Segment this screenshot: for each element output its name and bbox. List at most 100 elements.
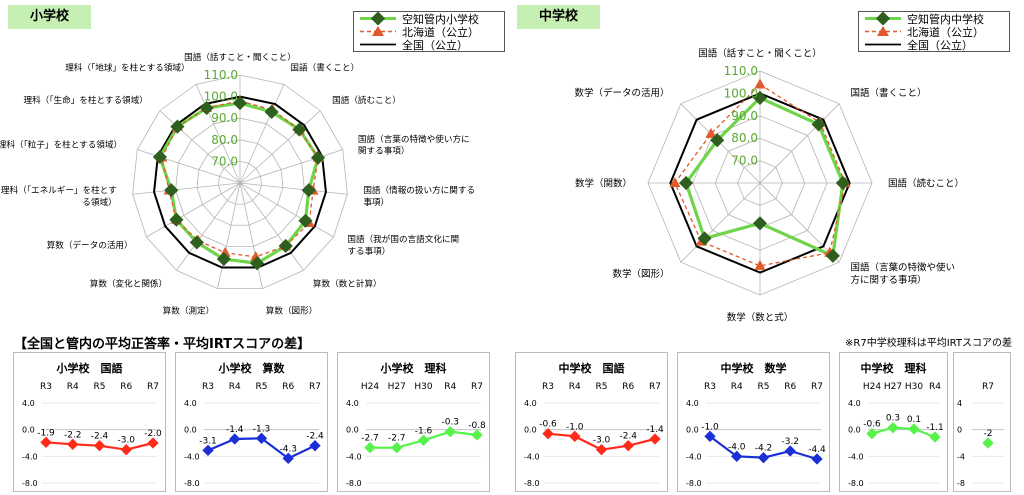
radar-axis-label: 国語（書くこと） [851, 87, 927, 99]
mini-data-label: -0.6 [863, 420, 881, 430]
series-district-point [811, 117, 826, 132]
mini-point [67, 438, 79, 450]
mini-x-tick: R6 [622, 382, 634, 392]
series-hokkaido-point [705, 127, 717, 138]
radar-axis-label: 国語（言葉の特徴や使い方に関する事項） [851, 262, 956, 287]
mini-data-label: 0.3 [886, 414, 900, 424]
series-national-line [153, 95, 327, 269]
mini-y-tick: -8.0 [184, 479, 200, 488]
mini-point [471, 429, 483, 441]
mini-data-label: -1.0 [566, 422, 584, 432]
mini-x-tick: R6 [120, 382, 132, 392]
radar-axis-label-line: 算数（数と計算） [313, 277, 382, 289]
radar-axis-label-line: 数学（データの活用） [574, 87, 669, 99]
mini-data-label: -0.3 [441, 418, 459, 428]
legend-label: 空知管内小学校 [402, 12, 479, 26]
radar-spoke [239, 182, 334, 238]
radar-axis-label-line: 理科（「地球」を柱とする領域） [65, 62, 189, 74]
mini-y-tick: -4 [957, 452, 965, 461]
radar-axis-label: 国語（情報の扱い方に関する事項） [363, 184, 475, 208]
radar-axis-label: 算数（数と計算） [313, 277, 382, 289]
mini-chart-title: 中学校 国語 [558, 362, 625, 375]
radar-ring-label: 110.0 [724, 64, 758, 78]
mini-point [93, 440, 106, 452]
series-district-point [825, 248, 840, 263]
mini-point [202, 444, 214, 456]
radar-axis-label-line: 国語（読むこと） [332, 94, 401, 106]
radar-ring-label: 80.0 [731, 131, 758, 145]
radar-spoke [239, 149, 343, 184]
radar-axis-label-line: 数学（関数） [575, 177, 632, 189]
mini-x-tick: R5 [256, 382, 268, 392]
radar-axis-label: 理科（「エネルギー」を柱とする領域） [1, 184, 117, 208]
radar-axis-label-line: る領域） [82, 196, 116, 208]
mini-x-tick: H24 [863, 382, 881, 392]
mini-data-label: 0.1 [907, 415, 921, 425]
mini-point [147, 437, 159, 449]
radar-axis-label-line: 算数（図形） [266, 304, 318, 316]
mini-y-tick: -8.0 [848, 479, 864, 488]
mini-x-tick: R6 [784, 382, 796, 392]
mini-y-tick: -8 [957, 479, 965, 488]
mini-point [309, 440, 321, 452]
mini-y-tick: -4.0 [22, 452, 38, 461]
radar-axis-label: 国語（言葉の特徴や使い方に関する事項） [358, 133, 470, 157]
mini-x-tick: R5 [596, 382, 608, 392]
mini-data-label: -0.6 [539, 420, 557, 430]
legend-elementary: 空知管内小学校 北海道（公立） 全国（公立） [353, 11, 505, 52]
radar-junior: 70.080.090.0100.0110.0国語（話すこと・聞くこと）国語（書く… [574, 47, 964, 323]
radar-axis-label: 算数（測定） [163, 304, 215, 316]
mini-y-tick: -4.0 [346, 452, 362, 461]
radar-axis-label: 数学（データの活用） [574, 87, 669, 99]
radar-axis-label-line: 国語（読むこと） [888, 177, 964, 189]
mini-data-label: -1.9 [37, 428, 55, 438]
mini-y-tick: 0.0 [524, 426, 537, 435]
mini-data-label: -1.1 [926, 423, 944, 433]
mini-point [784, 445, 796, 457]
series-district-point [752, 90, 768, 105]
series-district-point [249, 256, 265, 271]
radar-axis-label-line: 算数（変化と関係） [90, 277, 167, 289]
mini-x-tick: H30 [414, 382, 432, 392]
mini-point [40, 436, 52, 448]
radar-axis-label-line: 理科（「エネルギー」を柱とす [1, 184, 117, 196]
mini-y-tick: -4.0 [184, 452, 200, 461]
mini-chart-title: 中学校 数学 [720, 362, 787, 375]
mini-data-label: -4.4 [808, 445, 826, 455]
radar-ring-label: 110.0 [204, 68, 238, 82]
legend-label: 北海道（公立） [907, 25, 984, 39]
legend-label: 全国（公立） [402, 38, 468, 52]
mini-point [364, 442, 376, 454]
mini-point [569, 430, 581, 442]
legend-label: 北海道（公立） [402, 25, 479, 39]
mini-point [595, 444, 608, 456]
mini-x-tick: R3 [704, 382, 716, 392]
mini-y-tick: 4.0 [848, 399, 861, 408]
radar-axis-label: 算数（図形） [266, 304, 318, 316]
radar-ring-label: 70.0 [731, 154, 758, 168]
mini-data-label: -1.3 [253, 424, 271, 434]
radar-ring-label: 100.0 [724, 86, 758, 100]
series-hokkaido-point [754, 259, 766, 270]
section-title: 【全国と管内の平均正答率・平均IRTスコアの差】 [14, 337, 311, 352]
mini-x-tick: R3 [542, 382, 554, 392]
radar-spoke [132, 182, 241, 195]
series-district-point [310, 150, 326, 165]
radar-spoke [239, 182, 304, 271]
radar-axis-label: 数学（関数） [575, 177, 632, 189]
radar-spoke [759, 103, 840, 184]
junior-tag: 中学校 [517, 5, 600, 29]
mini-x-tick: R3 [202, 382, 214, 392]
mini-x-tick: R7 [811, 382, 823, 392]
mini-y-tick: 0 [957, 426, 962, 435]
radar-spoke [146, 182, 241, 238]
radar-spoke [239, 182, 348, 195]
mini-y-tick: -4.0 [686, 452, 702, 461]
radar-spoke [137, 149, 241, 184]
mini-point [444, 426, 456, 438]
mini-chart-title: 小学校 算数 [218, 362, 285, 375]
